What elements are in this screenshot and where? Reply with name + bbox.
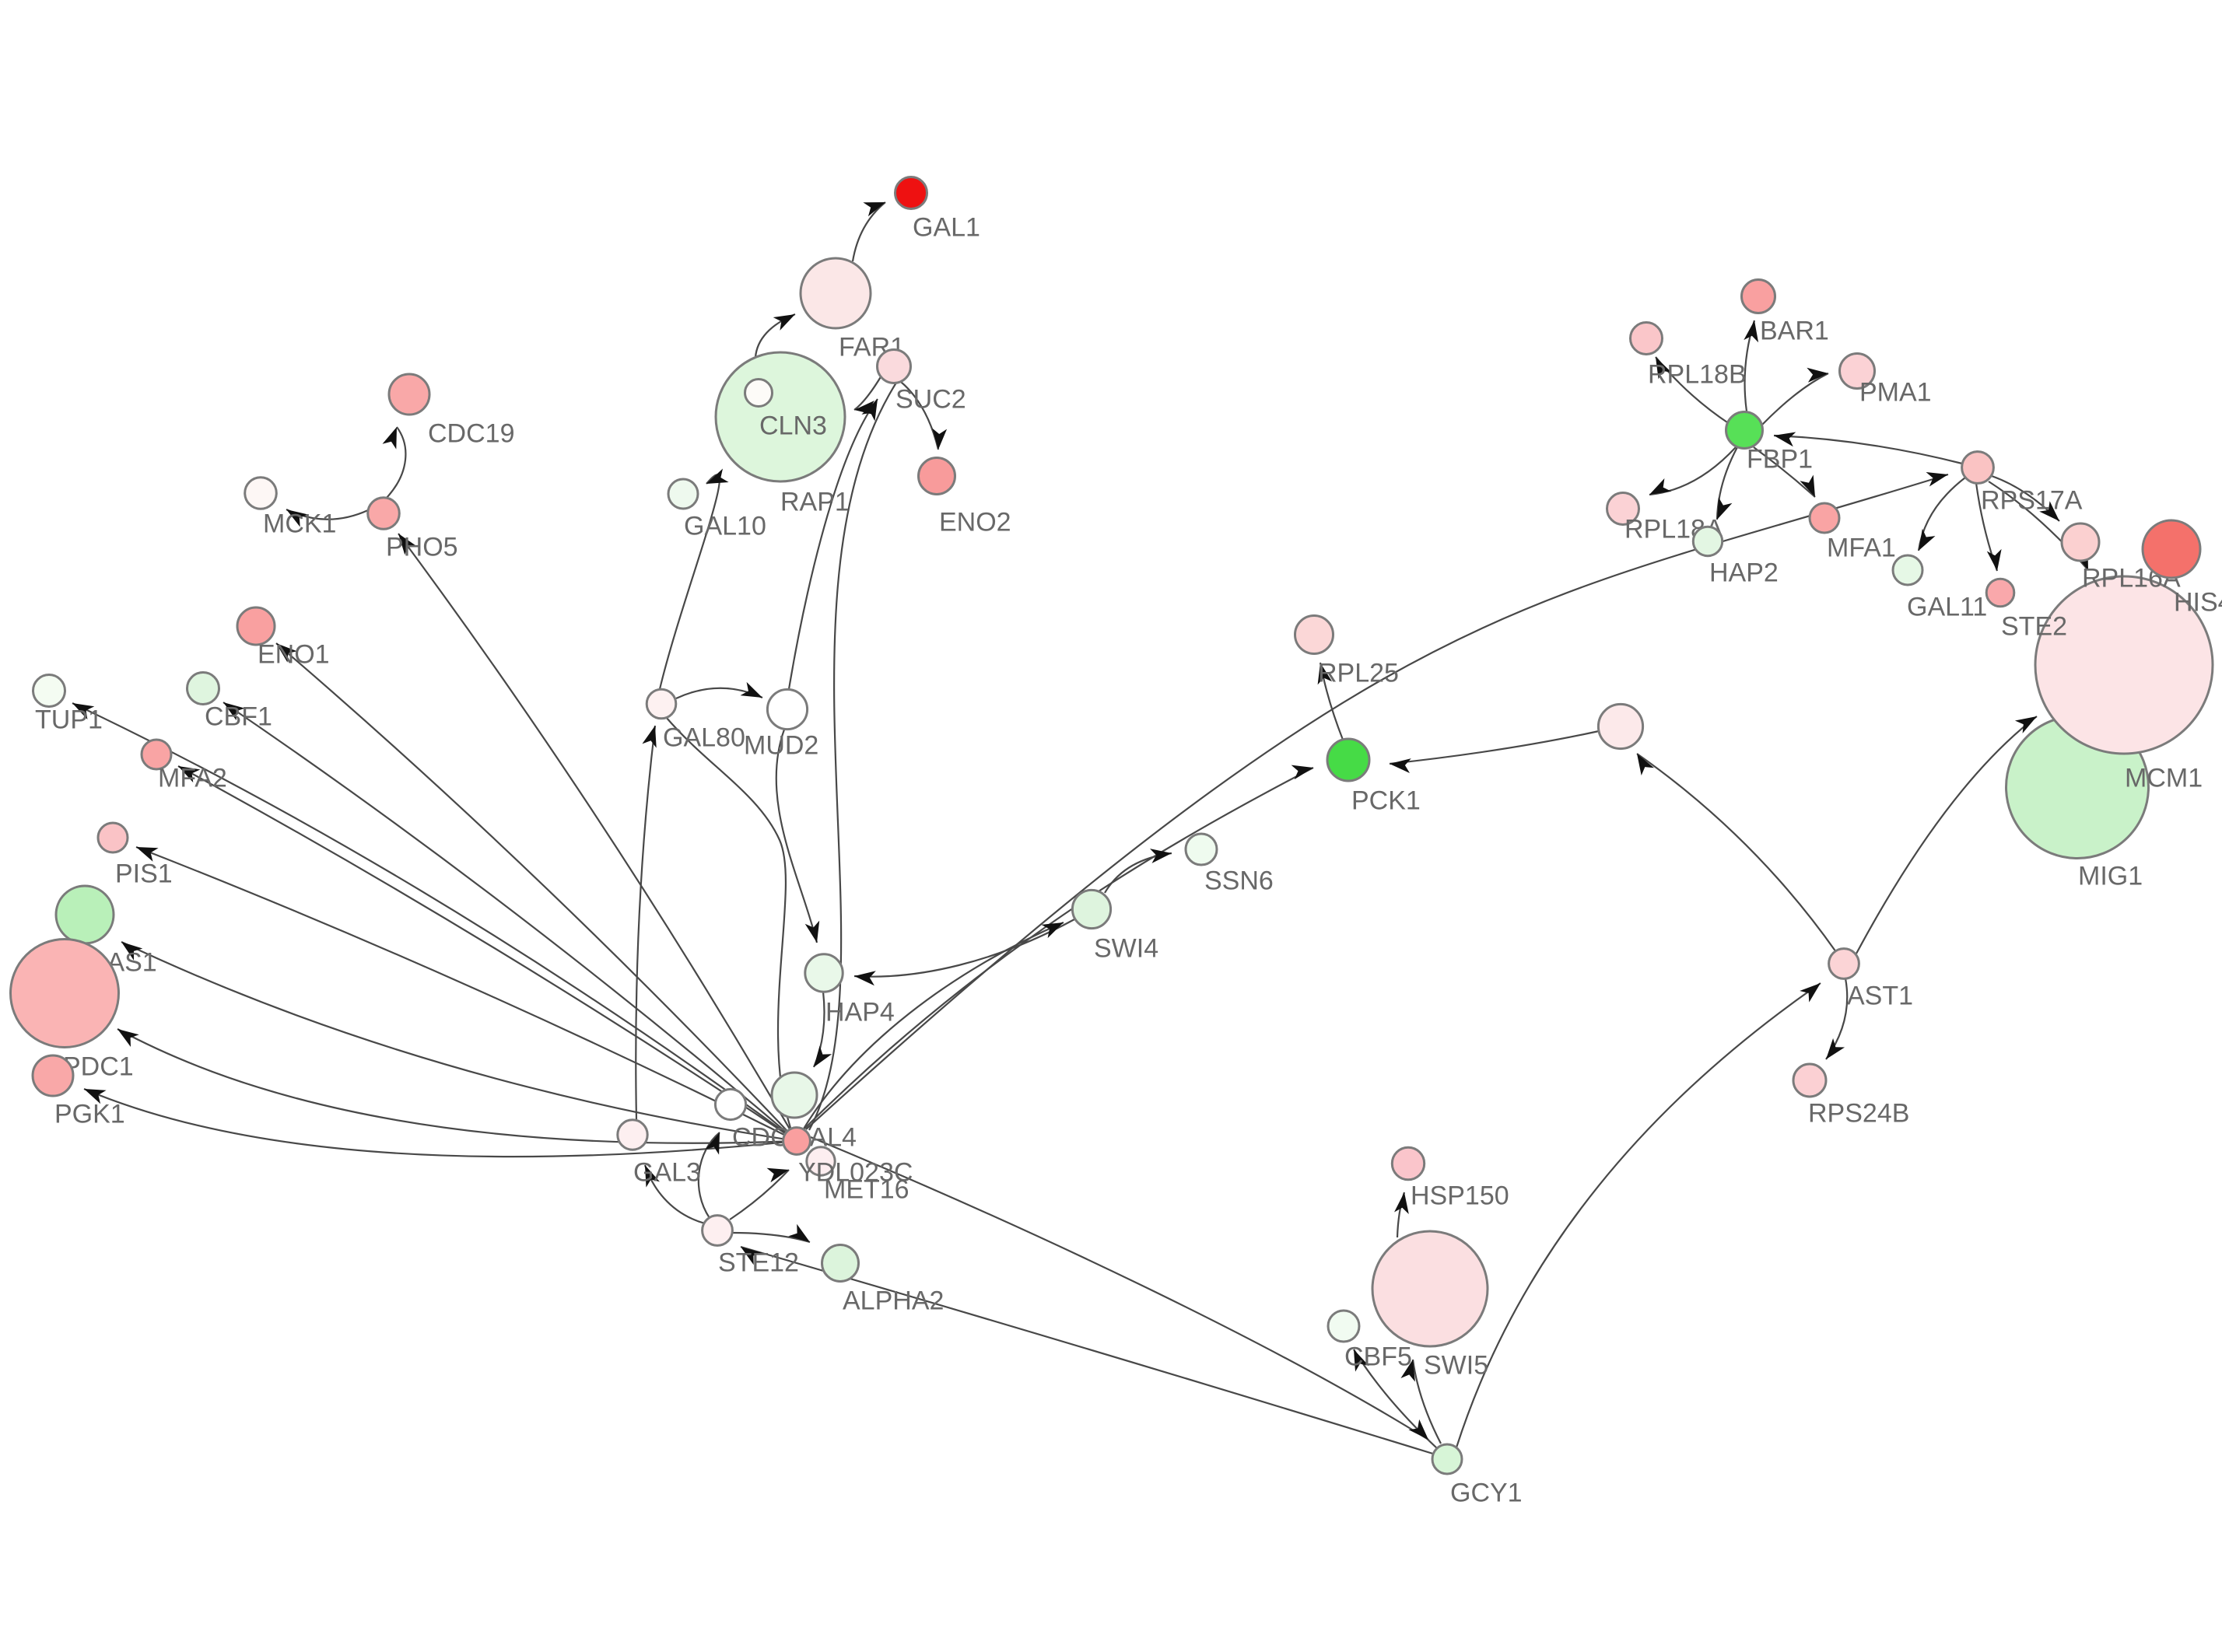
svg-text:HSP150: HSP150: [1411, 1181, 1509, 1210]
svg-text:MET16: MET16: [824, 1174, 909, 1204]
svg-text:MFA2: MFA2: [158, 763, 227, 793]
svg-text:ENO1: ENO1: [258, 639, 330, 669]
svg-text:RPS17A: RPS17A: [1981, 485, 2083, 515]
svg-text:ENO2: ENO2: [939, 507, 1011, 537]
svg-text:PIS1: PIS1: [115, 859, 173, 888]
svg-text:RPS24B: RPS24B: [1808, 1098, 1909, 1128]
svg-text:RPL25: RPL25: [1318, 658, 1399, 688]
svg-text:MIG1: MIG1: [2078, 861, 2143, 891]
svg-text:YDL023C: YDL023C: [798, 1157, 913, 1187]
svg-text:STE2: STE2: [2001, 611, 2067, 641]
svg-text:GAL80: GAL80: [663, 723, 745, 752]
svg-text:ALPHA2: ALPHA2: [843, 1286, 944, 1315]
svg-text:FBP1: FBP1: [1747, 444, 1813, 474]
svg-text:SWI5: SWI5: [1424, 1350, 1488, 1380]
svg-text:PMA1: PMA1: [1859, 377, 1932, 407]
svg-text:CLN3: CLN3: [759, 411, 827, 440]
svg-text:HAP4: HAP4: [825, 997, 895, 1027]
svg-text:MCK1: MCK1: [263, 509, 336, 538]
svg-text:RAP1: RAP1: [780, 487, 850, 516]
svg-text:TUP1: TUP1: [35, 705, 103, 734]
svg-text:SUC2: SUC2: [895, 384, 966, 414]
svg-text:PHO5: PHO5: [386, 532, 458, 562]
svg-text:SWI4: SWI4: [1094, 933, 1158, 963]
svg-text:AST1: AST1: [1847, 981, 1913, 1010]
svg-text:MFA1: MFA1: [1827, 533, 1896, 562]
svg-text:GAL10: GAL10: [684, 511, 766, 541]
svg-text:STE12: STE12: [718, 1248, 799, 1277]
svg-text:BAR1: BAR1: [1760, 316, 1829, 345]
svg-text:RPL18B: RPL18B: [1648, 359, 1747, 389]
svg-text:MUD2: MUD2: [744, 730, 818, 760]
svg-text:SSN6: SSN6: [1204, 866, 1274, 895]
svg-text:GCY1: GCY1: [1450, 1478, 1523, 1507]
svg-text:MCM1: MCM1: [2125, 763, 2203, 793]
svg-text:CDC19: CDC19: [428, 418, 514, 448]
svg-text:GAL3: GAL3: [633, 1157, 701, 1187]
svg-text:GAL1: GAL1: [913, 212, 980, 242]
svg-text:PDC1: PDC1: [63, 1052, 134, 1081]
svg-text:HIS4: HIS4: [2174, 587, 2222, 617]
svg-text:GAL11: GAL11: [1907, 592, 1987, 621]
svg-text:CBF5: CBF5: [1344, 1342, 1412, 1371]
svg-text:PCK1: PCK1: [1351, 786, 1421, 815]
svg-text:PGK1: PGK1: [54, 1099, 125, 1129]
svg-text:HAP2: HAP2: [1709, 558, 1779, 587]
svg-text:CBF1: CBF1: [205, 702, 272, 731]
